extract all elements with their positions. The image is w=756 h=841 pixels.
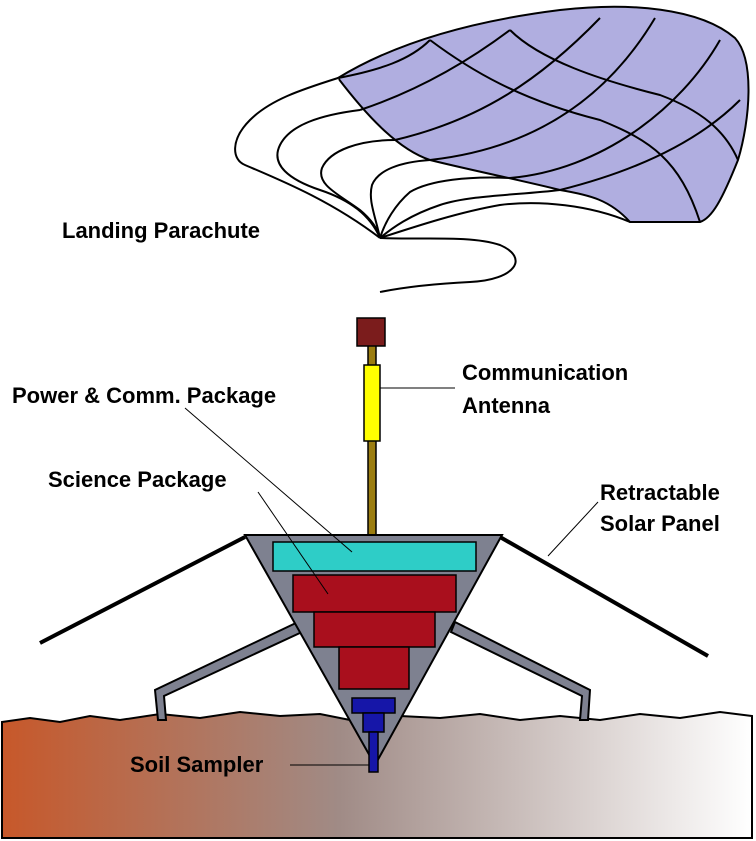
canopy-rib <box>509 39 721 179</box>
parachute-gore <box>379 202 631 239</box>
label-retractable: Retractable <box>600 480 720 505</box>
canopy-rib <box>394 17 601 141</box>
science-layer <box>338 646 410 690</box>
label-science-package: Science Package <box>48 467 227 492</box>
antenna-element <box>363 364 381 442</box>
leader-science <box>257 491 329 595</box>
science-layer <box>292 574 457 613</box>
parachute-canopy <box>336 5 750 223</box>
sampler-mid <box>362 712 385 733</box>
antenna-tip <box>356 317 386 347</box>
canopy-rib <box>337 39 431 79</box>
solar-panel-right <box>499 535 709 658</box>
leg-left <box>153 620 304 721</box>
solar-panel-left <box>39 535 246 645</box>
label-communication: Communication <box>462 360 628 385</box>
label-antenna: Antenna <box>462 393 551 418</box>
leader-solar <box>547 501 599 557</box>
science-layer <box>313 611 436 648</box>
canopy-rib <box>429 17 656 161</box>
communication-antenna <box>356 317 386 538</box>
canopy-rib <box>429 39 701 223</box>
canopy-rib <box>509 29 739 161</box>
canopy-rib <box>559 99 741 191</box>
sampler-top <box>351 697 396 714</box>
sampler-probe <box>368 731 379 773</box>
leg-right <box>449 620 592 721</box>
leader-power <box>184 407 353 553</box>
landing-parachute <box>234 5 750 293</box>
label-landing-parachute: Landing Parachute <box>62 218 260 243</box>
parachute-gore <box>369 159 431 239</box>
label-soil-sampler: Soil Sampler <box>130 752 264 777</box>
label-power-comm-package: Power & Comm. Package <box>12 383 276 408</box>
parachute-shroud-line <box>379 237 517 293</box>
retractable-solar-panel <box>39 535 709 658</box>
power-comm-package <box>272 541 477 572</box>
canopy-rib <box>359 29 511 111</box>
soil-sampler <box>351 697 396 773</box>
science-package <box>292 574 457 690</box>
leader-lines <box>184 387 599 766</box>
label-solar-panel: Solar Panel <box>600 511 720 536</box>
